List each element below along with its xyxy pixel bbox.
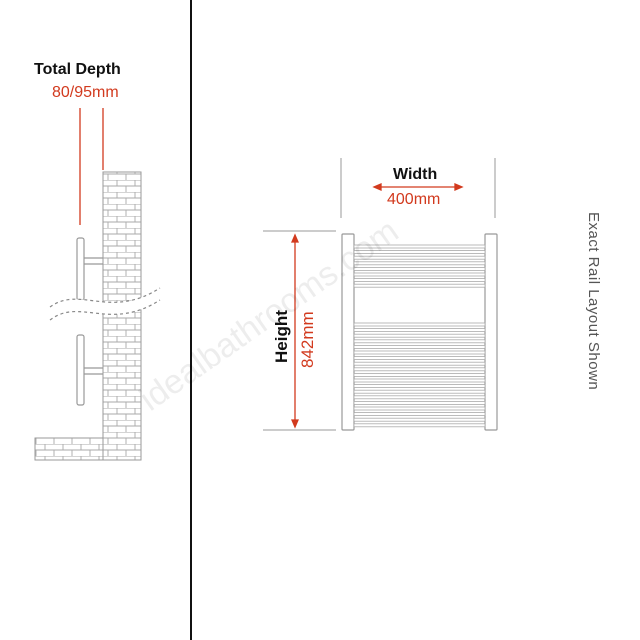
horizontal-rail <box>353 423 486 428</box>
height-title: Height <box>272 310 291 363</box>
rail-layout-note: Exact Rail Layout Shown <box>585 212 602 391</box>
horizontal-rail <box>353 328 486 333</box>
width-title: Width <box>393 166 438 183</box>
horizontal-rail <box>353 367 486 372</box>
height-extension-lines <box>263 230 336 431</box>
horizontal-rail <box>353 395 486 400</box>
horizontal-rail <box>353 400 486 405</box>
rails-top-group <box>353 244 486 288</box>
depth-title: Total Depth <box>34 61 121 78</box>
rails-bottom-group <box>353 322 486 428</box>
horizontal-rail <box>353 350 486 355</box>
horizontal-rail <box>353 250 486 255</box>
horizontal-rail <box>353 406 486 411</box>
depth-value: 80/95mm <box>52 84 119 101</box>
horizontal-rail <box>353 266 486 271</box>
wall-break-mark <box>49 287 161 321</box>
depth-dimension-lines <box>79 108 104 225</box>
horizontal-rail <box>353 372 486 377</box>
wall-section <box>34 171 142 461</box>
towel-rail-front <box>341 233 498 431</box>
horizontal-rail <box>353 344 486 349</box>
horizontal-rail <box>353 412 486 417</box>
horizontal-rail <box>353 356 486 361</box>
horizontal-rail <box>353 384 486 389</box>
radiator-side-profile <box>76 237 103 406</box>
width-extension-lines <box>340 158 496 218</box>
horizontal-rail <box>353 278 486 283</box>
width-value: 400mm <box>387 191 441 208</box>
horizontal-rail <box>353 378 486 383</box>
horizontal-rail <box>353 283 486 288</box>
panel-divider <box>190 0 192 640</box>
horizontal-rail <box>353 417 486 422</box>
horizontal-rail <box>353 244 486 249</box>
horizontal-rail <box>353 333 486 338</box>
horizontal-rail <box>353 272 486 277</box>
height-value: 842mm <box>298 311 317 368</box>
horizontal-rail <box>353 339 486 344</box>
horizontal-rail <box>353 255 486 260</box>
horizontal-rail <box>353 261 486 266</box>
horizontal-rail <box>353 322 486 327</box>
horizontal-rail <box>353 361 486 366</box>
height-dimension-arrow <box>291 233 299 429</box>
width-dimension-arrow <box>372 183 464 191</box>
horizontal-rail <box>353 389 486 394</box>
